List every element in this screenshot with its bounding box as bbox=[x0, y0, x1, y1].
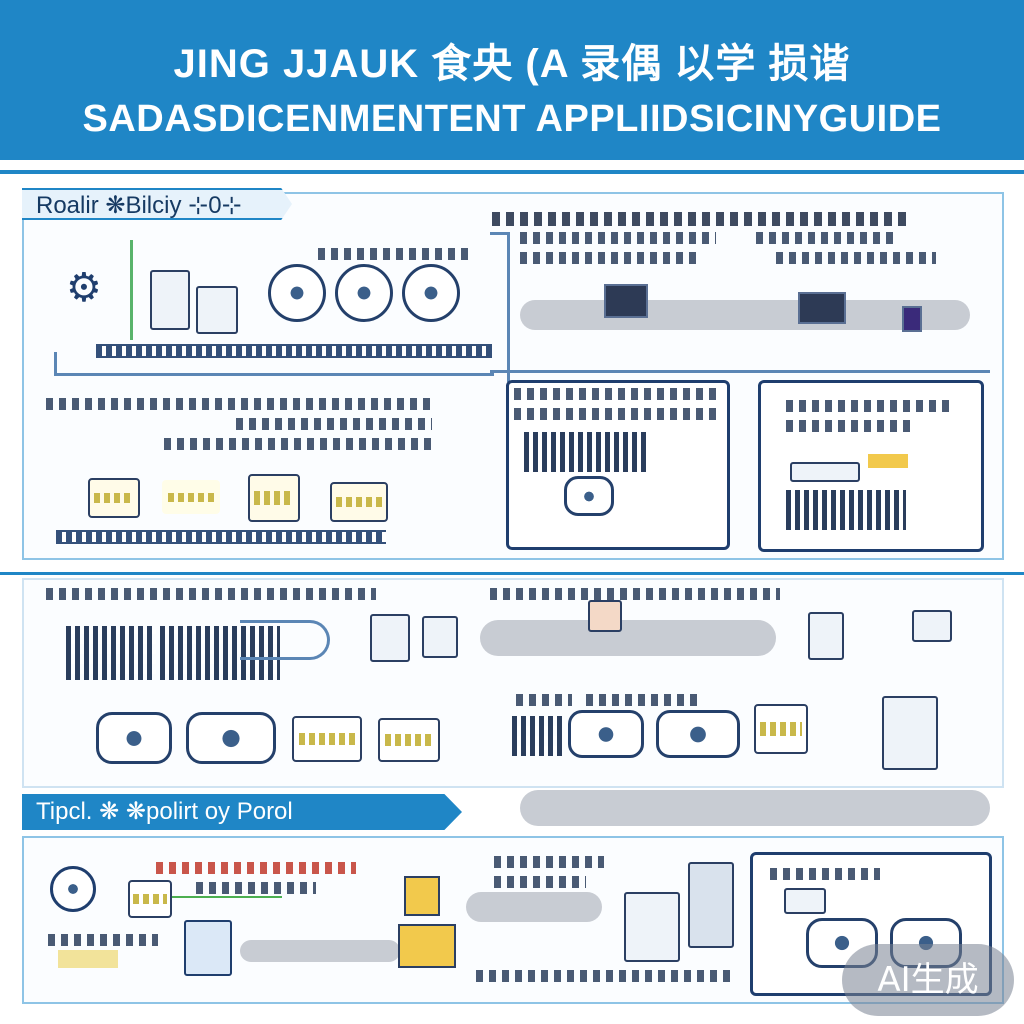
text-row bbox=[156, 862, 356, 874]
monitor-icon bbox=[798, 292, 846, 324]
text-row bbox=[494, 856, 604, 868]
ai-generated-watermark: AI生成 bbox=[842, 944, 1014, 1016]
machine-icon bbox=[196, 286, 238, 334]
divider bbox=[0, 572, 1024, 575]
data-grid bbox=[512, 716, 562, 756]
panel-card bbox=[162, 480, 220, 514]
status-indicator bbox=[868, 454, 908, 468]
robot-arm-icon: ⚙ bbox=[66, 266, 102, 310]
text-row bbox=[490, 588, 780, 600]
machine-icon bbox=[588, 600, 622, 632]
panel-card bbox=[128, 880, 172, 918]
machine-icon bbox=[624, 892, 680, 962]
tablet-icon bbox=[184, 920, 232, 976]
header-title-line1: JING JJAUK 食央 (A 录偶 以学 损谐 bbox=[173, 42, 851, 86]
panel-card bbox=[568, 710, 644, 758]
text-row bbox=[770, 868, 880, 880]
text-row bbox=[514, 408, 718, 420]
text-row bbox=[516, 694, 572, 706]
text-row bbox=[520, 252, 696, 264]
gear-circle-icon bbox=[335, 264, 393, 322]
text-row bbox=[786, 400, 950, 412]
header-banner: JING JJAUK 食央 (A 录偶 以学 损谐 SADASDICENMENT… bbox=[0, 0, 1024, 160]
device-icon bbox=[404, 876, 440, 916]
device-icon bbox=[398, 924, 456, 968]
panel-card bbox=[754, 704, 808, 754]
production-line bbox=[480, 620, 776, 656]
connector-line bbox=[240, 620, 330, 660]
panel-card bbox=[88, 478, 140, 518]
text-row bbox=[318, 248, 468, 260]
panel-card bbox=[378, 718, 440, 762]
data-grid bbox=[66, 626, 156, 680]
connector-line bbox=[54, 352, 494, 376]
production-line bbox=[466, 892, 602, 922]
header-title-line2: SADASDICENMENTENT APPLIIDSICINYGUIDE bbox=[82, 98, 942, 140]
gear-circle-icon bbox=[268, 264, 326, 322]
server-rack-icon bbox=[808, 612, 844, 660]
text-row bbox=[776, 252, 936, 264]
production-line bbox=[520, 790, 990, 826]
data-grid bbox=[786, 490, 906, 530]
panel-card bbox=[96, 712, 172, 764]
text-row bbox=[46, 398, 436, 410]
machine-icon bbox=[150, 270, 190, 330]
connector-line bbox=[172, 896, 282, 914]
machine-icon bbox=[790, 462, 860, 482]
text-row bbox=[492, 212, 912, 226]
divider bbox=[0, 170, 1024, 174]
machine-icon bbox=[784, 888, 826, 914]
connector-line bbox=[490, 370, 990, 373]
text-row bbox=[236, 418, 432, 430]
text-row bbox=[494, 876, 586, 888]
gear-circle-icon bbox=[402, 264, 460, 322]
top-section-title: Roalir ❋Bilciy ⊹0⊹ bbox=[36, 192, 242, 219]
monitor-icon bbox=[604, 284, 648, 318]
text-row bbox=[48, 934, 158, 946]
bottom-section-title: Tipcl. ❋ ❋polirt oy Porol bbox=[36, 798, 293, 825]
text-row bbox=[756, 232, 894, 244]
panel-card bbox=[186, 712, 276, 764]
guide-line bbox=[130, 240, 133, 340]
monitor-icon bbox=[912, 610, 952, 642]
bottom-section-ribbon: Tipcl. ❋ ❋polirt oy Porol bbox=[22, 794, 462, 830]
text-row bbox=[46, 588, 376, 600]
machine-icon bbox=[422, 616, 458, 658]
panel-card bbox=[292, 716, 362, 762]
badge-logo-icon bbox=[50, 866, 96, 912]
text-row bbox=[786, 420, 916, 432]
conveyor-track bbox=[96, 344, 492, 358]
connector-line bbox=[490, 232, 510, 382]
text-row bbox=[164, 438, 434, 450]
server-rack-icon bbox=[688, 862, 734, 948]
top-section-ribbon: Roalir ❋Bilciy ⊹0⊹ bbox=[22, 188, 292, 220]
panel-card bbox=[248, 474, 300, 522]
text-row bbox=[514, 388, 718, 400]
server-rack-icon bbox=[902, 306, 922, 332]
text-row bbox=[196, 882, 316, 894]
conveyor-track bbox=[56, 530, 386, 544]
server-rack-icon bbox=[882, 696, 938, 770]
data-grid bbox=[524, 432, 650, 472]
status-indicator bbox=[58, 950, 118, 968]
gear-circle-icon bbox=[564, 476, 614, 516]
machine-icon bbox=[370, 614, 410, 662]
text-row bbox=[520, 232, 716, 244]
panel-card bbox=[656, 710, 740, 758]
text-row bbox=[476, 970, 736, 982]
production-line bbox=[240, 940, 400, 962]
panel-card bbox=[330, 482, 388, 522]
text-row bbox=[586, 694, 698, 706]
production-line bbox=[520, 300, 970, 330]
